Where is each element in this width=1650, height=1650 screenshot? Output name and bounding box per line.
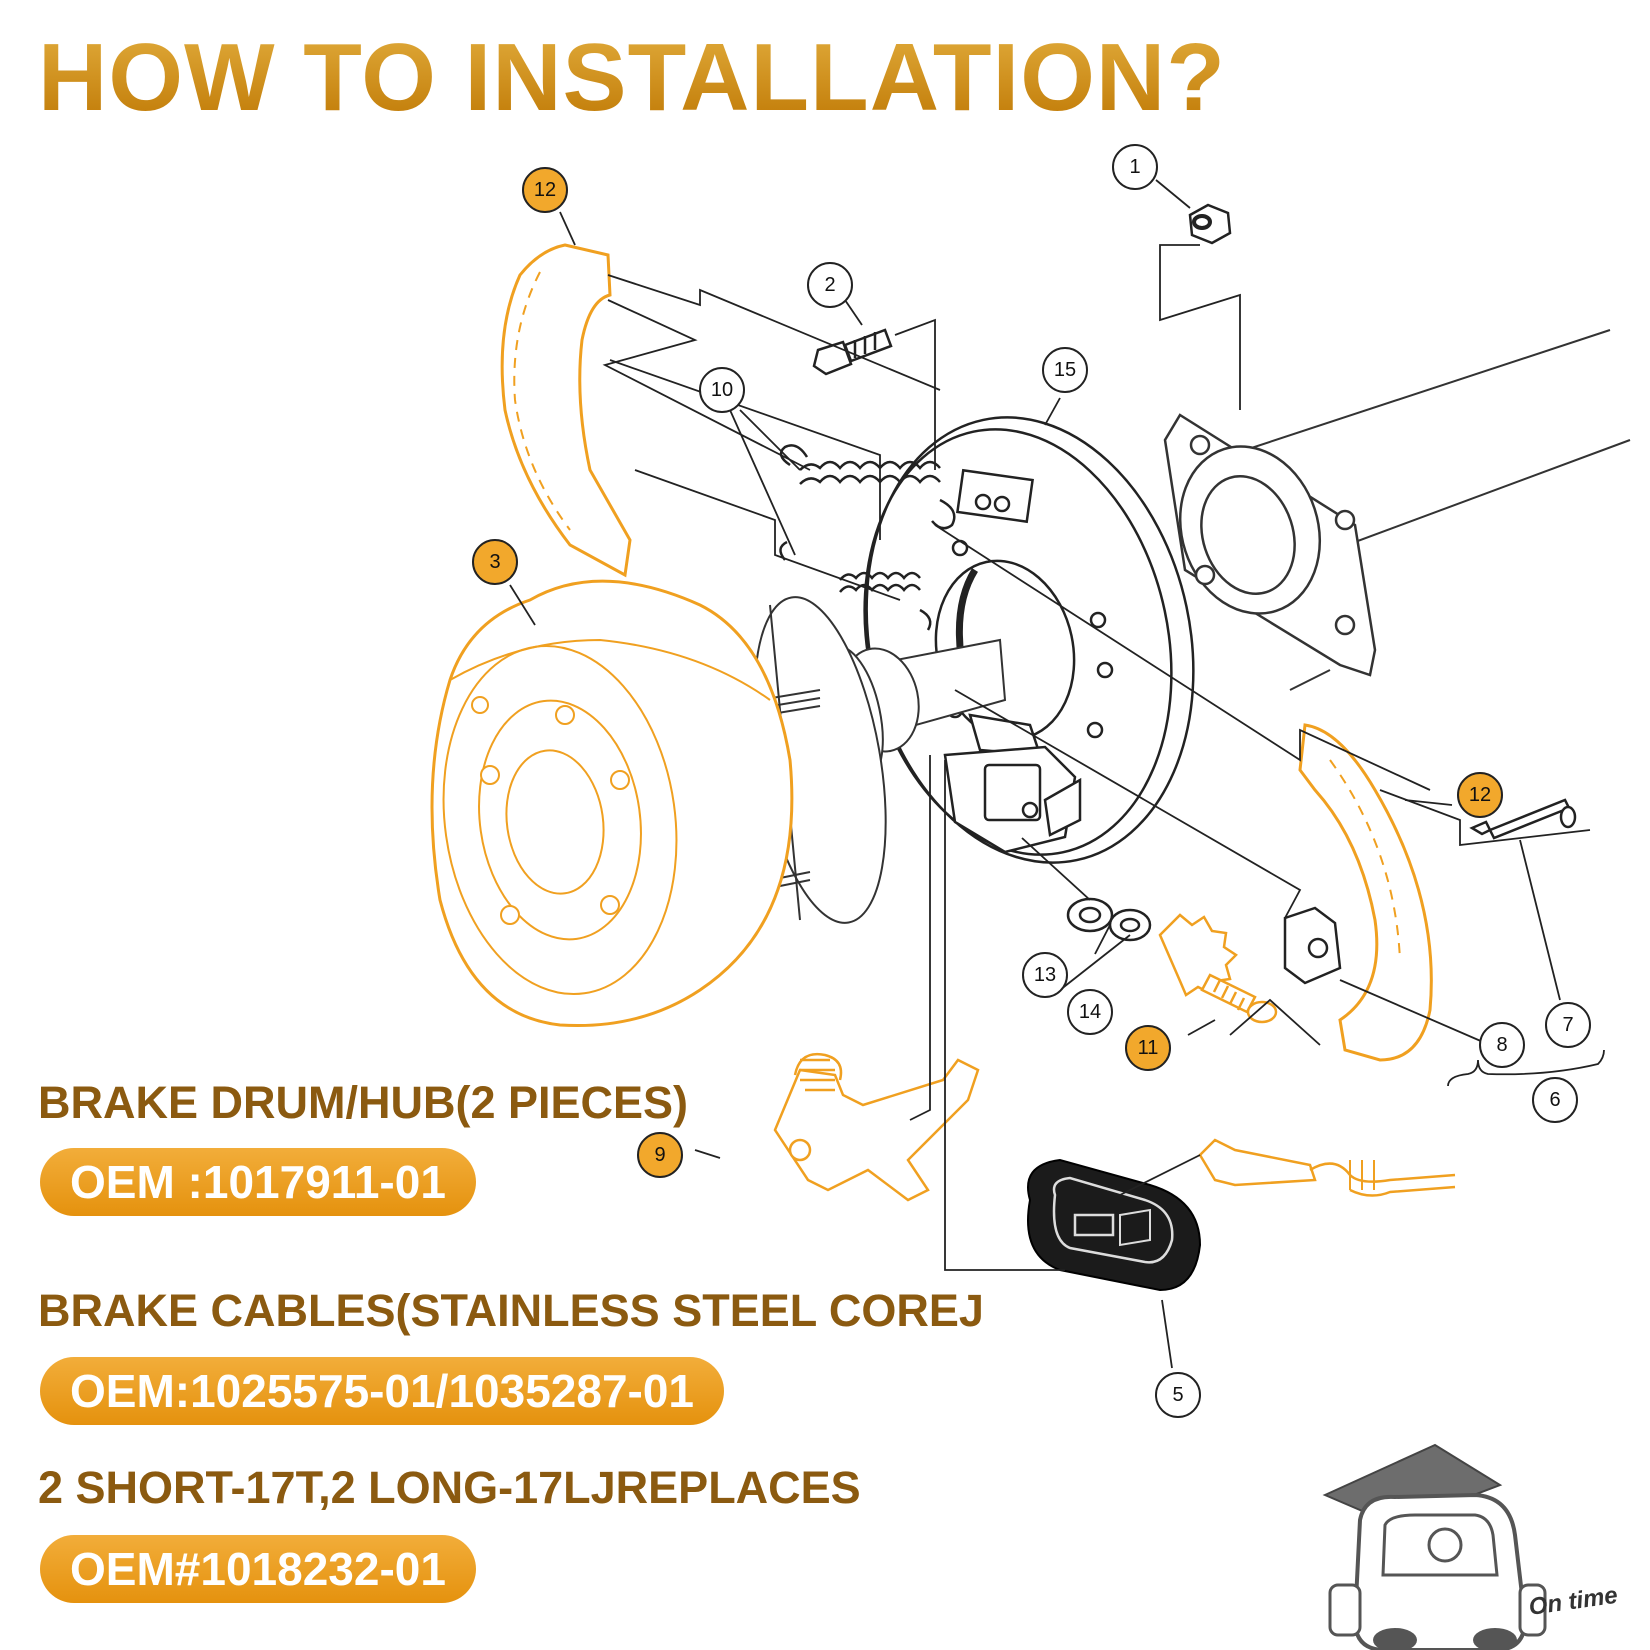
brake-cable: [1198, 1138, 1456, 1197]
callout-1: 1: [1112, 144, 1158, 190]
callout-10: 10: [699, 367, 745, 413]
callout-label: 3: [489, 551, 500, 573]
callout-15: 15: [1042, 347, 1088, 393]
callout-12-lower: 12: [1457, 772, 1503, 818]
callout-11: 11: [1125, 1025, 1171, 1071]
callout-label: 6: [1549, 1089, 1560, 1111]
callout-label: 1: [1129, 156, 1140, 178]
callout-7: 7: [1545, 1002, 1591, 1048]
oem-badge-brake-drum: OEM :1017911-01: [40, 1148, 476, 1216]
oem-badge-brake-cables: OEM:1025575-01/1035287-01: [40, 1357, 725, 1425]
callout-3: 3: [472, 539, 518, 585]
brake-drum: [430, 579, 794, 1028]
product-heading-brake-drum: BRAKE DRUM/HUB(2 PIECES): [38, 1077, 689, 1128]
rubber-boot: [1027, 1158, 1202, 1292]
oem-badge-replaces: OEM#1018232-01: [40, 1535, 476, 1603]
callout-5: 5: [1155, 1372, 1201, 1418]
page-title: HOW TO INSTALLATION?: [38, 24, 1226, 131]
callout-label: 5: [1172, 1384, 1183, 1406]
callout-label: 9: [654, 1144, 665, 1166]
callout-8: 8: [1479, 1022, 1525, 1068]
axle-flange: [1163, 413, 1377, 677]
axle-tube: [1229, 329, 1631, 691]
brake-lever: [773, 1052, 980, 1202]
callout-9: 9: [637, 1132, 683, 1178]
callout-12-upper: 12: [522, 167, 568, 213]
leader-lines: [602, 244, 1591, 1271]
bolt: [812, 328, 893, 376]
callout-13: 13: [1022, 952, 1068, 998]
brake-shoe-upper: [500, 243, 632, 578]
shoe-clip: [1283, 906, 1342, 985]
callout-label: 7: [1562, 1014, 1573, 1036]
callout-label: 10: [711, 379, 733, 401]
brake-shoe-lower: [1298, 723, 1433, 1062]
callout-6: 6: [1532, 1077, 1578, 1123]
callout-label: 14: [1079, 1001, 1101, 1023]
ontime-logo: On time: [1322, 1443, 1619, 1650]
callout-label: 12: [1469, 784, 1491, 806]
callout-label: 8: [1496, 1034, 1507, 1056]
callout-2: 2: [807, 262, 853, 308]
callout-leaders: [509, 179, 1605, 1369]
callout-label: 13: [1034, 964, 1056, 986]
washers: [1066, 897, 1152, 942]
product-heading-brake-cables: BRAKE CABLES(STAINLESS STEEL COREJ: [38, 1285, 984, 1336]
callout-label: 11: [1138, 1037, 1159, 1059]
callout-label: 12: [534, 179, 556, 201]
callout-14: 14: [1067, 989, 1113, 1035]
product-heading-replaces: 2 SHORT-17T,2 LONG-17LJREPLACES: [38, 1462, 861, 1513]
nut: [1188, 203, 1232, 245]
hold-down-pin: [1469, 798, 1577, 840]
callout-label: 15: [1054, 359, 1076, 381]
adjuster-bracket: [943, 713, 1082, 854]
adjuster-screw: [1158, 913, 1278, 1024]
callout-label: 2: [824, 274, 835, 296]
